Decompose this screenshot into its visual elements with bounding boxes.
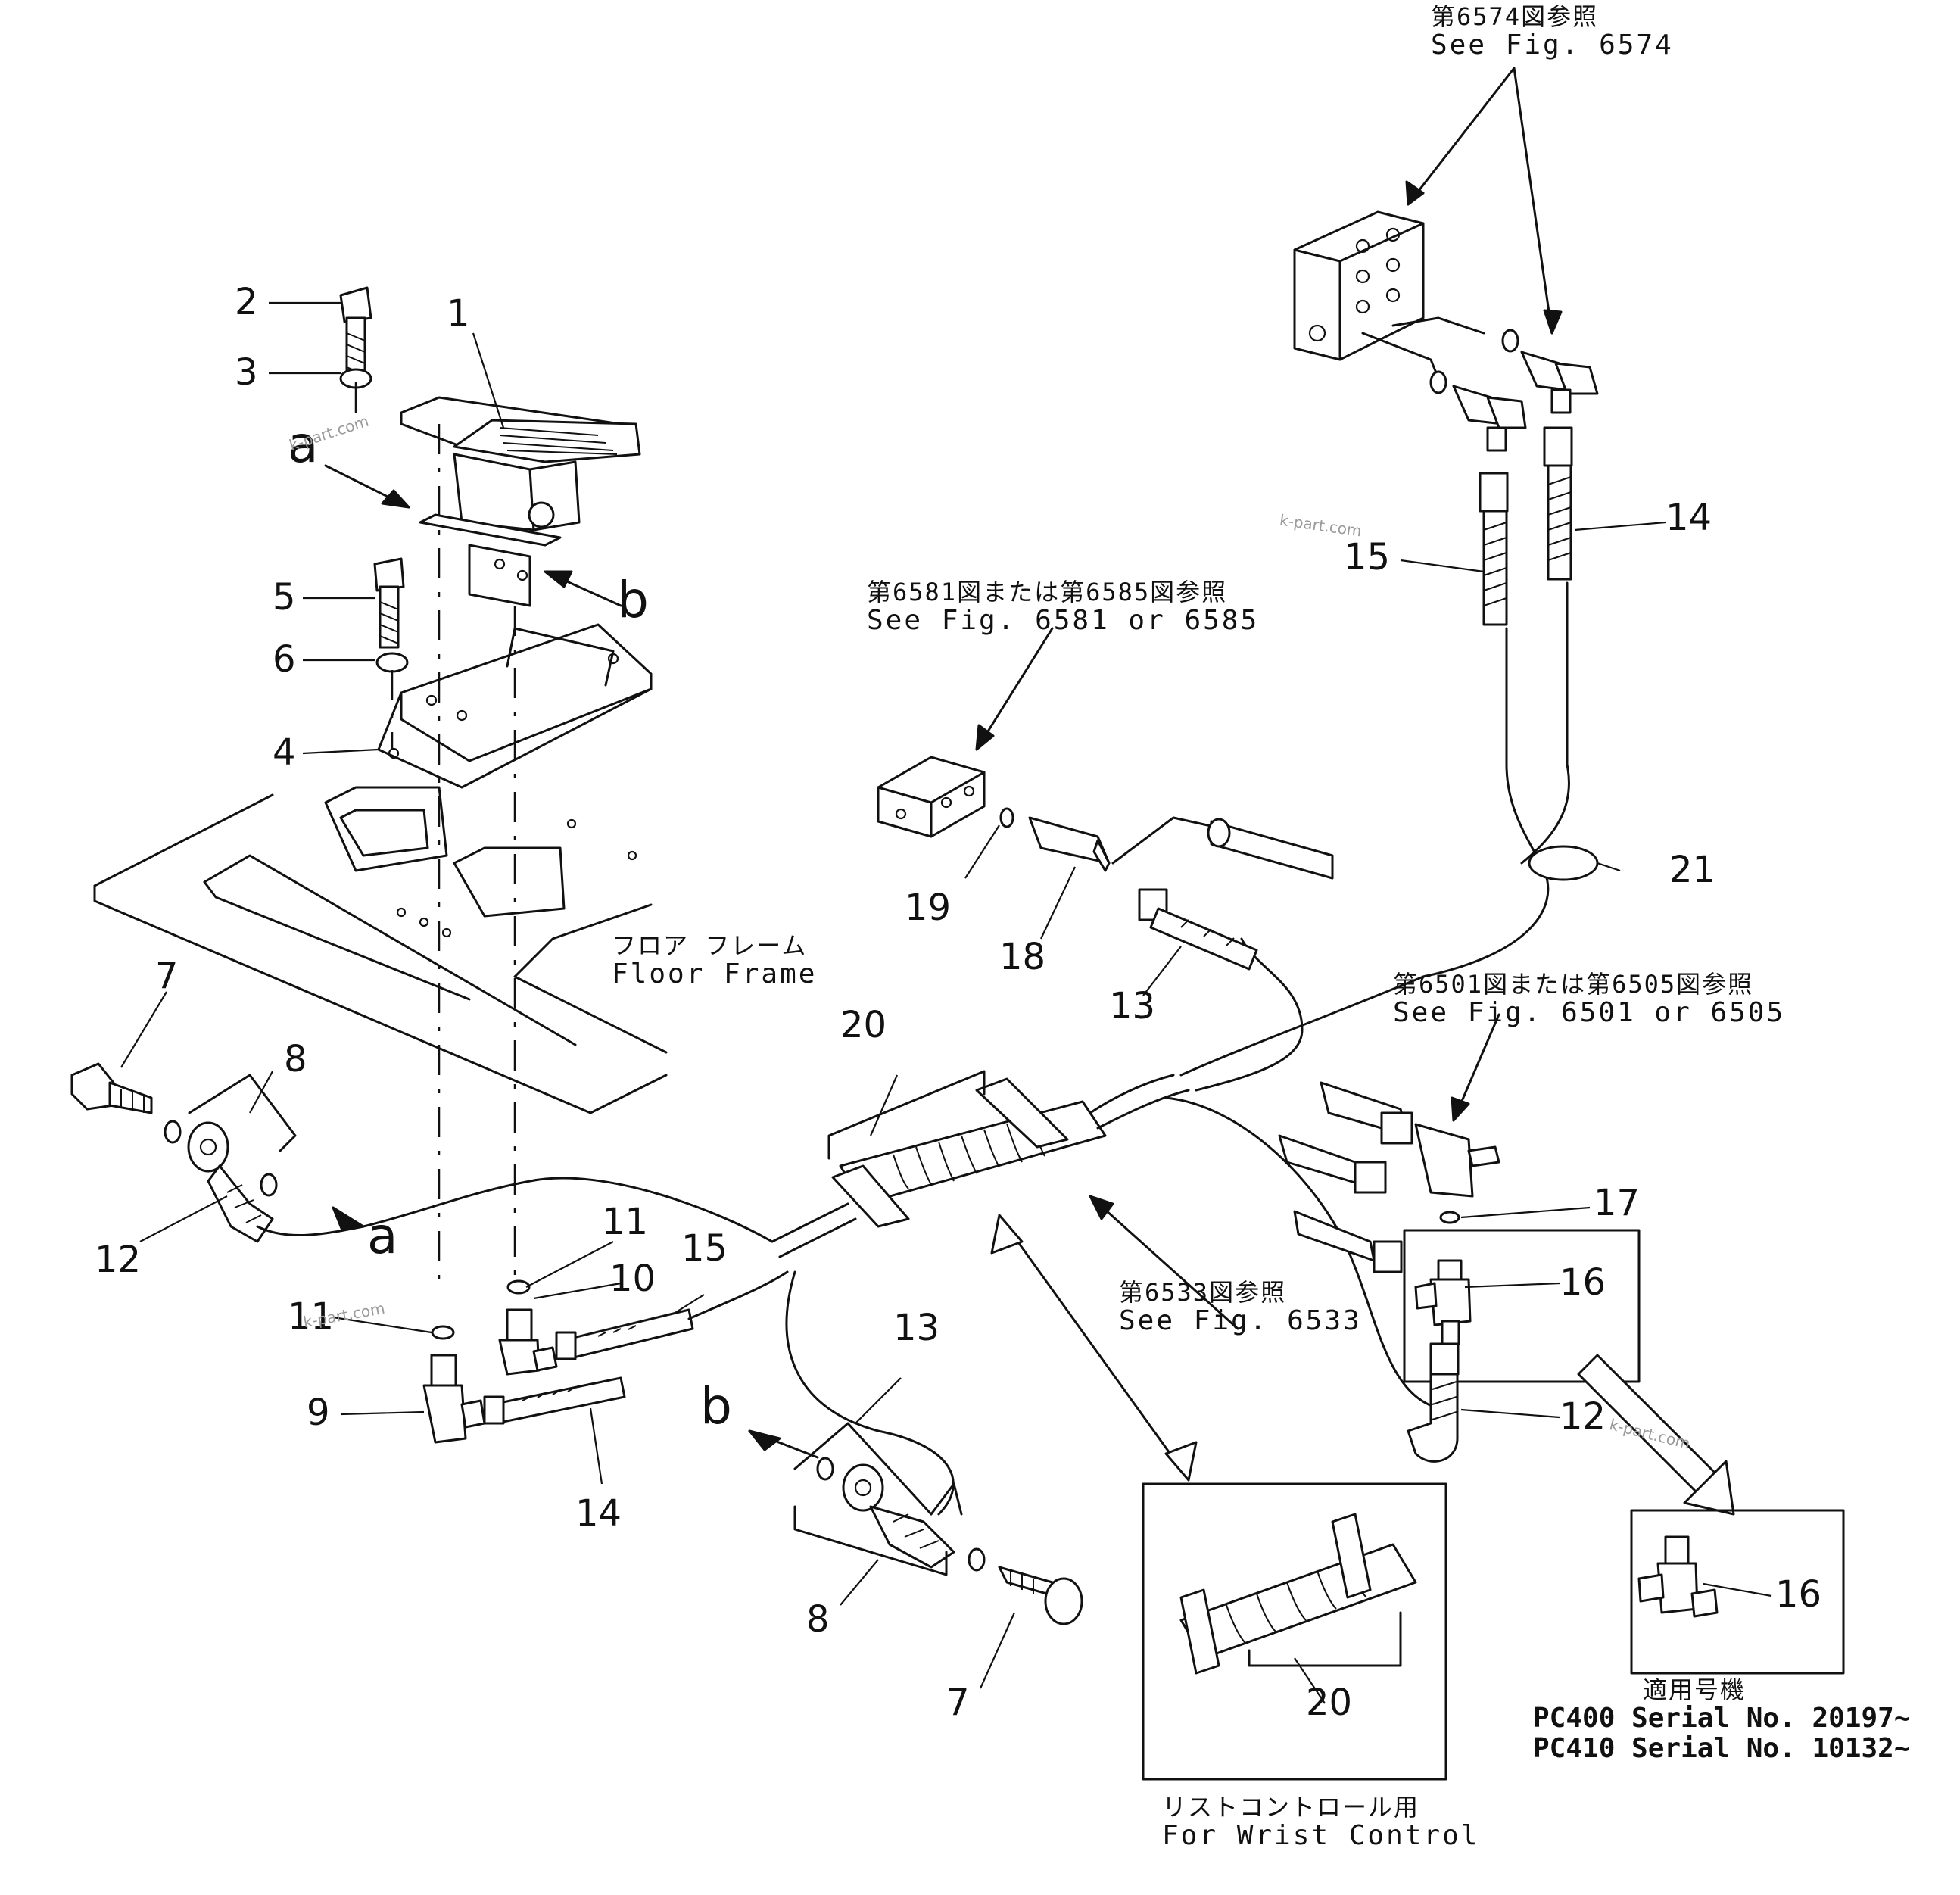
callout-4: 4 bbox=[273, 731, 296, 774]
callout-20-wrist: 20 bbox=[1306, 1682, 1353, 1724]
note-fig-6533-jp: 第6533図参照 bbox=[1119, 1278, 1287, 1307]
elbow-fittings-left bbox=[422, 1279, 558, 1444]
serial-fitting-box bbox=[1630, 1509, 1845, 1675]
note-applicable-models-jp: 適用号機 bbox=[1643, 1675, 1747, 1704]
callout-20-main: 20 bbox=[840, 1004, 887, 1046]
callout-21: 21 bbox=[1669, 849, 1716, 891]
serial-pc400: PC400 Serial No. 20197~ bbox=[1533, 1703, 1911, 1734]
tee-fitting-16-alt bbox=[1637, 1535, 1719, 1618]
callout-8-upper: 8 bbox=[284, 1038, 307, 1080]
callout-1: 1 bbox=[447, 292, 470, 335]
callout-18: 18 bbox=[999, 936, 1046, 978]
callout-13-lower: 13 bbox=[893, 1307, 940, 1349]
callout-12-right: 12 bbox=[1560, 1395, 1606, 1438]
note-fig-6581-en: See Fig. 6581 or 6585 bbox=[867, 605, 1260, 637]
fitting-16-box bbox=[1403, 1229, 1641, 1383]
valve-block-6574 bbox=[1293, 210, 1599, 452]
leader-6533 bbox=[1089, 1195, 1239, 1330]
leader-b-lower bbox=[748, 1429, 819, 1459]
callout-17: 17 bbox=[1594, 1182, 1641, 1224]
callout-12-left: 12 bbox=[95, 1239, 142, 1281]
clamp-ring bbox=[1528, 845, 1599, 881]
view-letter-a-upper: a bbox=[288, 416, 319, 474]
note-fig-6533: 第6533図参照 See Fig. 6533 bbox=[1119, 1279, 1362, 1336]
serial-list: PC400 Serial No. 20197~ PC410 Serial No.… bbox=[1533, 1703, 1911, 1763]
banjo-fitting-lower bbox=[793, 1422, 1083, 1625]
callout-16-box: 16 bbox=[1560, 1261, 1606, 1304]
callout-3: 3 bbox=[235, 351, 258, 394]
callout-7-upper: 7 bbox=[155, 955, 179, 997]
note-fig-6574-jp: 第6574図参照 bbox=[1431, 2, 1599, 31]
bracket-8-bottom bbox=[793, 1505, 948, 1576]
callout-5: 5 bbox=[273, 576, 296, 619]
callout-6: 6 bbox=[273, 638, 296, 681]
double-arrow-shaft bbox=[1005, 1225, 1183, 1470]
callout-16-alt: 16 bbox=[1775, 1573, 1822, 1616]
callout-11-right: 11 bbox=[602, 1201, 649, 1243]
hose-bundle-main bbox=[528, 581, 1570, 1516]
note-floor-frame: フロア フレーム Floor Frame bbox=[612, 931, 818, 990]
view-letter-b-lower: b bbox=[700, 1377, 732, 1435]
note-wrist-control: リストコントロール用 For Wrist Control bbox=[1162, 1794, 1479, 1851]
short-hoses-left bbox=[483, 1270, 789, 1425]
callout-14-right: 14 bbox=[1666, 497, 1712, 539]
note-fig-6501: 第6501図または第6505図参照 See Fig. 6501 or 6505 bbox=[1393, 971, 1785, 1028]
bracket-20-top bbox=[827, 1070, 986, 1160]
wrist-control-box bbox=[1142, 1482, 1447, 1781]
banjo-fitting-upper-left bbox=[70, 1062, 365, 1243]
hose-13-upper bbox=[1138, 888, 1258, 971]
wrist-control-bundle bbox=[1179, 1513, 1417, 1675]
note-fig-6533-en: See Fig. 6533 bbox=[1119, 1305, 1362, 1337]
callout-15-right: 15 bbox=[1344, 536, 1391, 578]
note-applicable-models: 適用号機 bbox=[1643, 1675, 1747, 1704]
note-fig-6574-en: See Fig. 6574 bbox=[1431, 30, 1674, 61]
leader-6574-a bbox=[1407, 67, 1516, 206]
callout-2: 2 bbox=[235, 281, 258, 323]
floor-frame-plate bbox=[93, 786, 668, 1114]
pedal-assembly bbox=[400, 396, 641, 607]
long-hoses-right bbox=[1479, 426, 1573, 626]
note-floor-frame-en: Floor Frame bbox=[612, 958, 818, 990]
view-letter-b-upper: b bbox=[617, 571, 649, 629]
hose-12-right bbox=[1407, 1342, 1460, 1463]
arrow-a-lower bbox=[332, 1206, 365, 1232]
arrow-b-lower bbox=[748, 1429, 781, 1451]
callout-8-lower: 8 bbox=[806, 1598, 830, 1641]
callout-9: 9 bbox=[307, 1392, 330, 1434]
note-wrist-control-jp: リストコントロール用 bbox=[1162, 1793, 1420, 1822]
leader-6574-b bbox=[1513, 67, 1553, 335]
note-fig-6581-jp: 第6581図または第6585図参照 bbox=[867, 578, 1228, 606]
callout-10: 10 bbox=[609, 1258, 656, 1300]
note-floor-frame-jp: フロア フレーム bbox=[612, 931, 808, 960]
tee-fitting-16 bbox=[1414, 1211, 1472, 1345]
note-fig-6581: 第6581図または第6585図参照 See Fig. 6581 or 6585 bbox=[867, 578, 1260, 637]
callout-15-left: 15 bbox=[681, 1227, 728, 1270]
hose-to-a bbox=[362, 1180, 531, 1228]
note-fig-6501-en: See Fig. 6501 or 6505 bbox=[1393, 997, 1786, 1029]
bolts-and-washers bbox=[339, 286, 409, 750]
leader-6581 bbox=[975, 627, 1054, 751]
callout-11-left: 11 bbox=[288, 1295, 335, 1338]
callout-14-left: 14 bbox=[575, 1492, 622, 1535]
callout-leaders bbox=[120, 301, 1772, 1704]
note-fig-6574: 第6574図参照 See Fig. 6574 bbox=[1431, 2, 1674, 61]
fittings-6501 bbox=[1278, 1081, 1500, 1273]
bracket-plate bbox=[377, 623, 653, 789]
serial-pc410: PC410 Serial No. 10132~ bbox=[1533, 1732, 1911, 1764]
valve-block-6581 bbox=[877, 756, 1111, 872]
note-fig-6501-jp: 第6501図または第6505図参照 bbox=[1393, 970, 1754, 999]
callout-7-lower: 7 bbox=[946, 1682, 970, 1724]
view-letter-a-lower: a bbox=[367, 1207, 398, 1265]
note-wrist-control-en: For Wrist Control bbox=[1162, 1820, 1480, 1852]
callout-19: 19 bbox=[905, 887, 952, 929]
callout-13-upper: 13 bbox=[1109, 985, 1156, 1027]
